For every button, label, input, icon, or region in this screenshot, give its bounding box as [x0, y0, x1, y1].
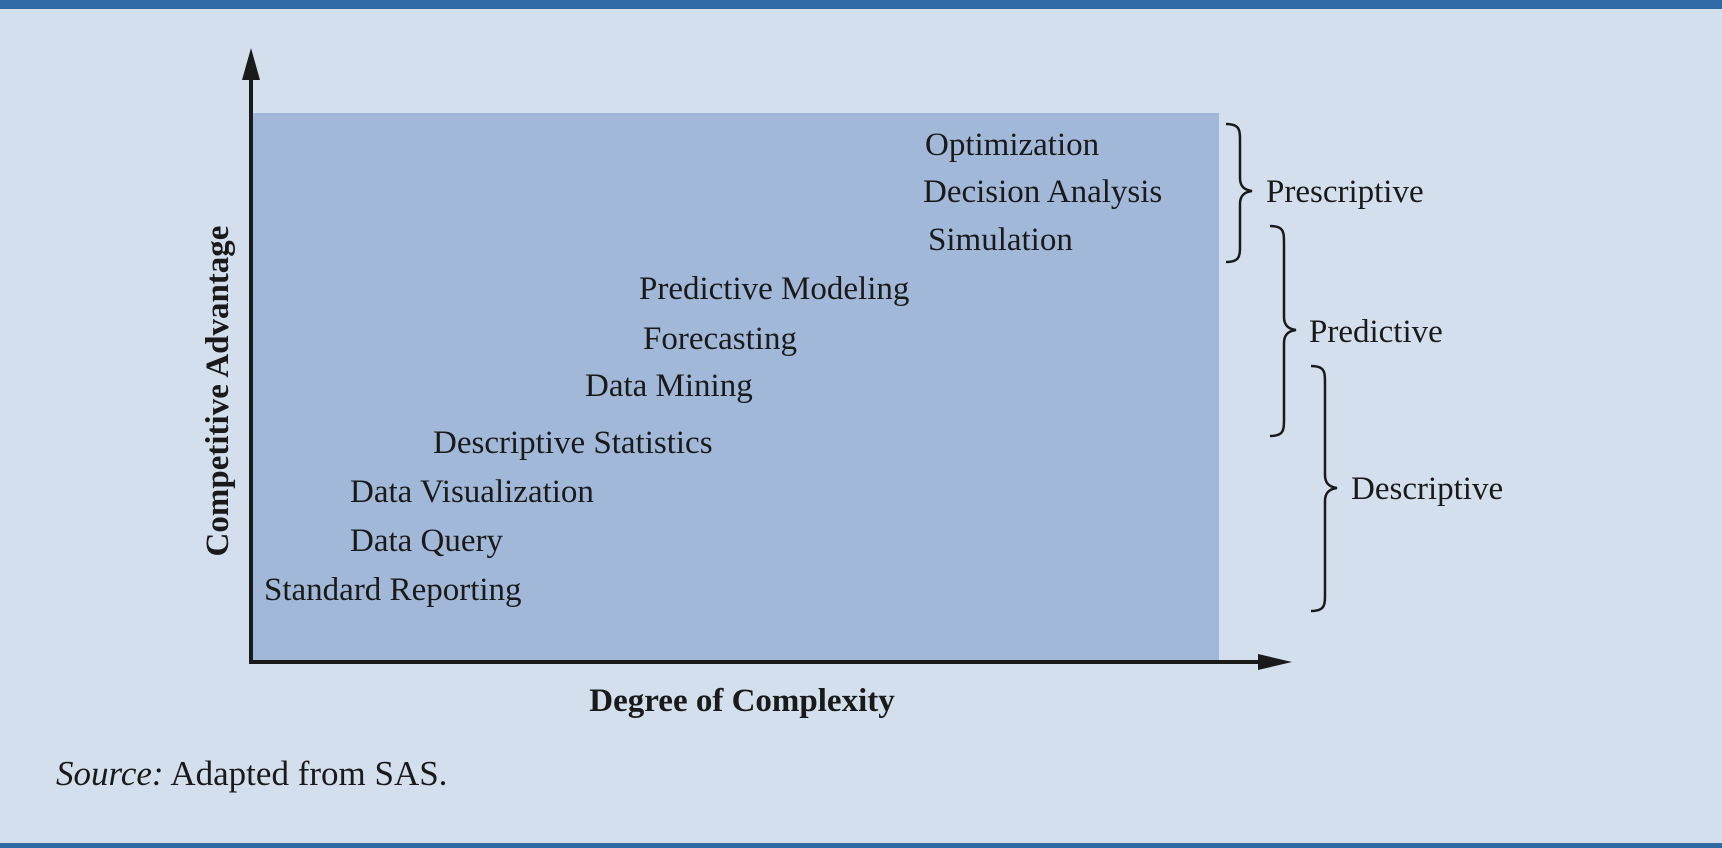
label-descriptive-statistics: Descriptive Statistics [433, 425, 713, 461]
category-predictive: Predictive [1309, 314, 1443, 350]
y-axis-label: Competitive Advantage [200, 226, 236, 557]
category-prescriptive: Prescriptive [1266, 174, 1424, 210]
x-axis-arrowhead [1258, 654, 1292, 670]
shaded-panel [253, 113, 1219, 660]
brace-descriptive [1310, 364, 1338, 613]
label-forecasting: Forecasting [643, 321, 797, 357]
source-label: Source: [56, 754, 164, 793]
label-simulation: Simulation [928, 222, 1073, 258]
label-optimization: Optimization [925, 127, 1099, 163]
top-rule [0, 0, 1722, 9]
label-decision-analysis: Decision Analysis [923, 174, 1162, 210]
y-axis-arrowhead [242, 48, 260, 80]
bottom-rule [0, 843, 1722, 848]
label-data-mining: Data Mining [585, 368, 753, 404]
brace-predictive [1269, 224, 1297, 438]
brace-prescriptive [1225, 122, 1253, 264]
label-predictive-modeling: Predictive Modeling [639, 271, 909, 307]
source-note: Source: Adapted from SAS. [56, 754, 447, 794]
label-data-visualization: Data Visualization [350, 474, 594, 510]
source-text: Adapted from SAS. [170, 754, 448, 793]
category-descriptive: Descriptive [1351, 471, 1503, 507]
label-data-query: Data Query [350, 523, 504, 559]
x-axis-label: Degree of Complexity [589, 683, 895, 719]
label-standard-reporting: Standard Reporting [264, 572, 522, 608]
